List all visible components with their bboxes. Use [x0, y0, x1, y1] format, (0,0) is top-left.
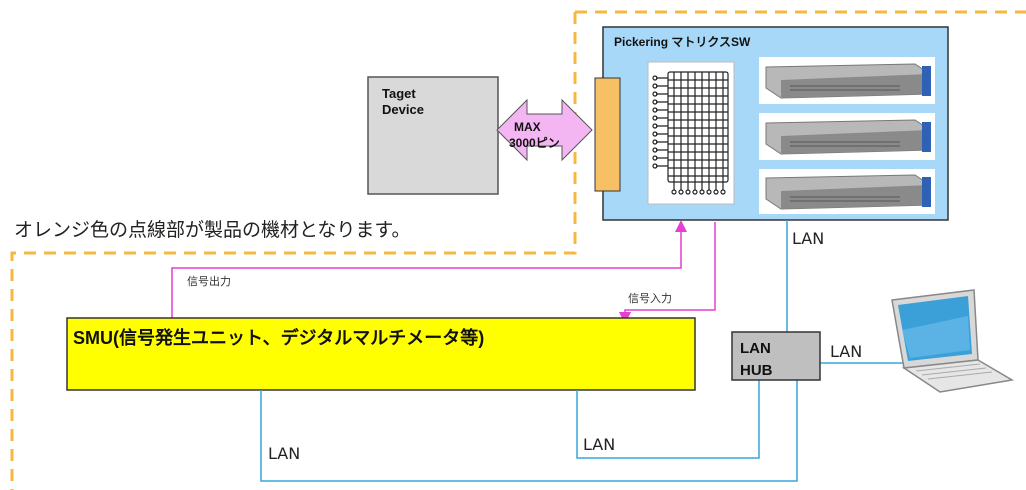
smu-label: SMU(信号発生ユニット、デジタルマルチメータ等)	[73, 327, 484, 348]
lan-hub: LAN HUB	[731, 331, 821, 381]
target-device: Taget Device	[367, 76, 499, 195]
matrix-grid-panel	[647, 61, 735, 205]
signal-input-line	[619, 222, 716, 324]
hub-line1: LAN	[740, 340, 771, 357]
rack-unit-3	[759, 169, 935, 214]
rack-unit-2	[759, 113, 935, 160]
pins-label: 3000ピン	[509, 136, 560, 150]
signal-output-line	[171, 220, 687, 323]
matrix-grid-icon	[652, 71, 729, 195]
lan-label-top: LAN	[792, 229, 824, 248]
matrix-switch-box: Pickering マトリクスSW	[594, 26, 949, 221]
lan-label-mid: LAN	[583, 435, 615, 454]
max-label: MAX	[514, 120, 541, 134]
hub-line2: HUB	[740, 362, 773, 379]
target-device-line2: Device	[382, 102, 424, 117]
signal-output-label: 信号出力	[187, 274, 231, 288]
lan-label-laptop: LAN	[830, 342, 862, 361]
max-pins-arrow: MAX 3000ピン	[496, 98, 593, 162]
product-note: オレンジ色の点線部が製品の機材となります。	[14, 219, 411, 241]
signal-input-label: 信号入力	[628, 292, 672, 305]
smu-box: SMU(信号発生ユニット、デジタルマルチメータ等)	[66, 317, 696, 391]
connector	[594, 77, 621, 192]
laptop-icon	[891, 289, 1015, 393]
rack-unit-1	[759, 57, 935, 104]
lan-lines	[260, 220, 905, 482]
matrix-switch-title: Pickering マトリクスSW	[614, 35, 751, 49]
lan-label-bottom: LAN	[268, 444, 300, 463]
target-device-line1: Taget	[382, 86, 416, 101]
